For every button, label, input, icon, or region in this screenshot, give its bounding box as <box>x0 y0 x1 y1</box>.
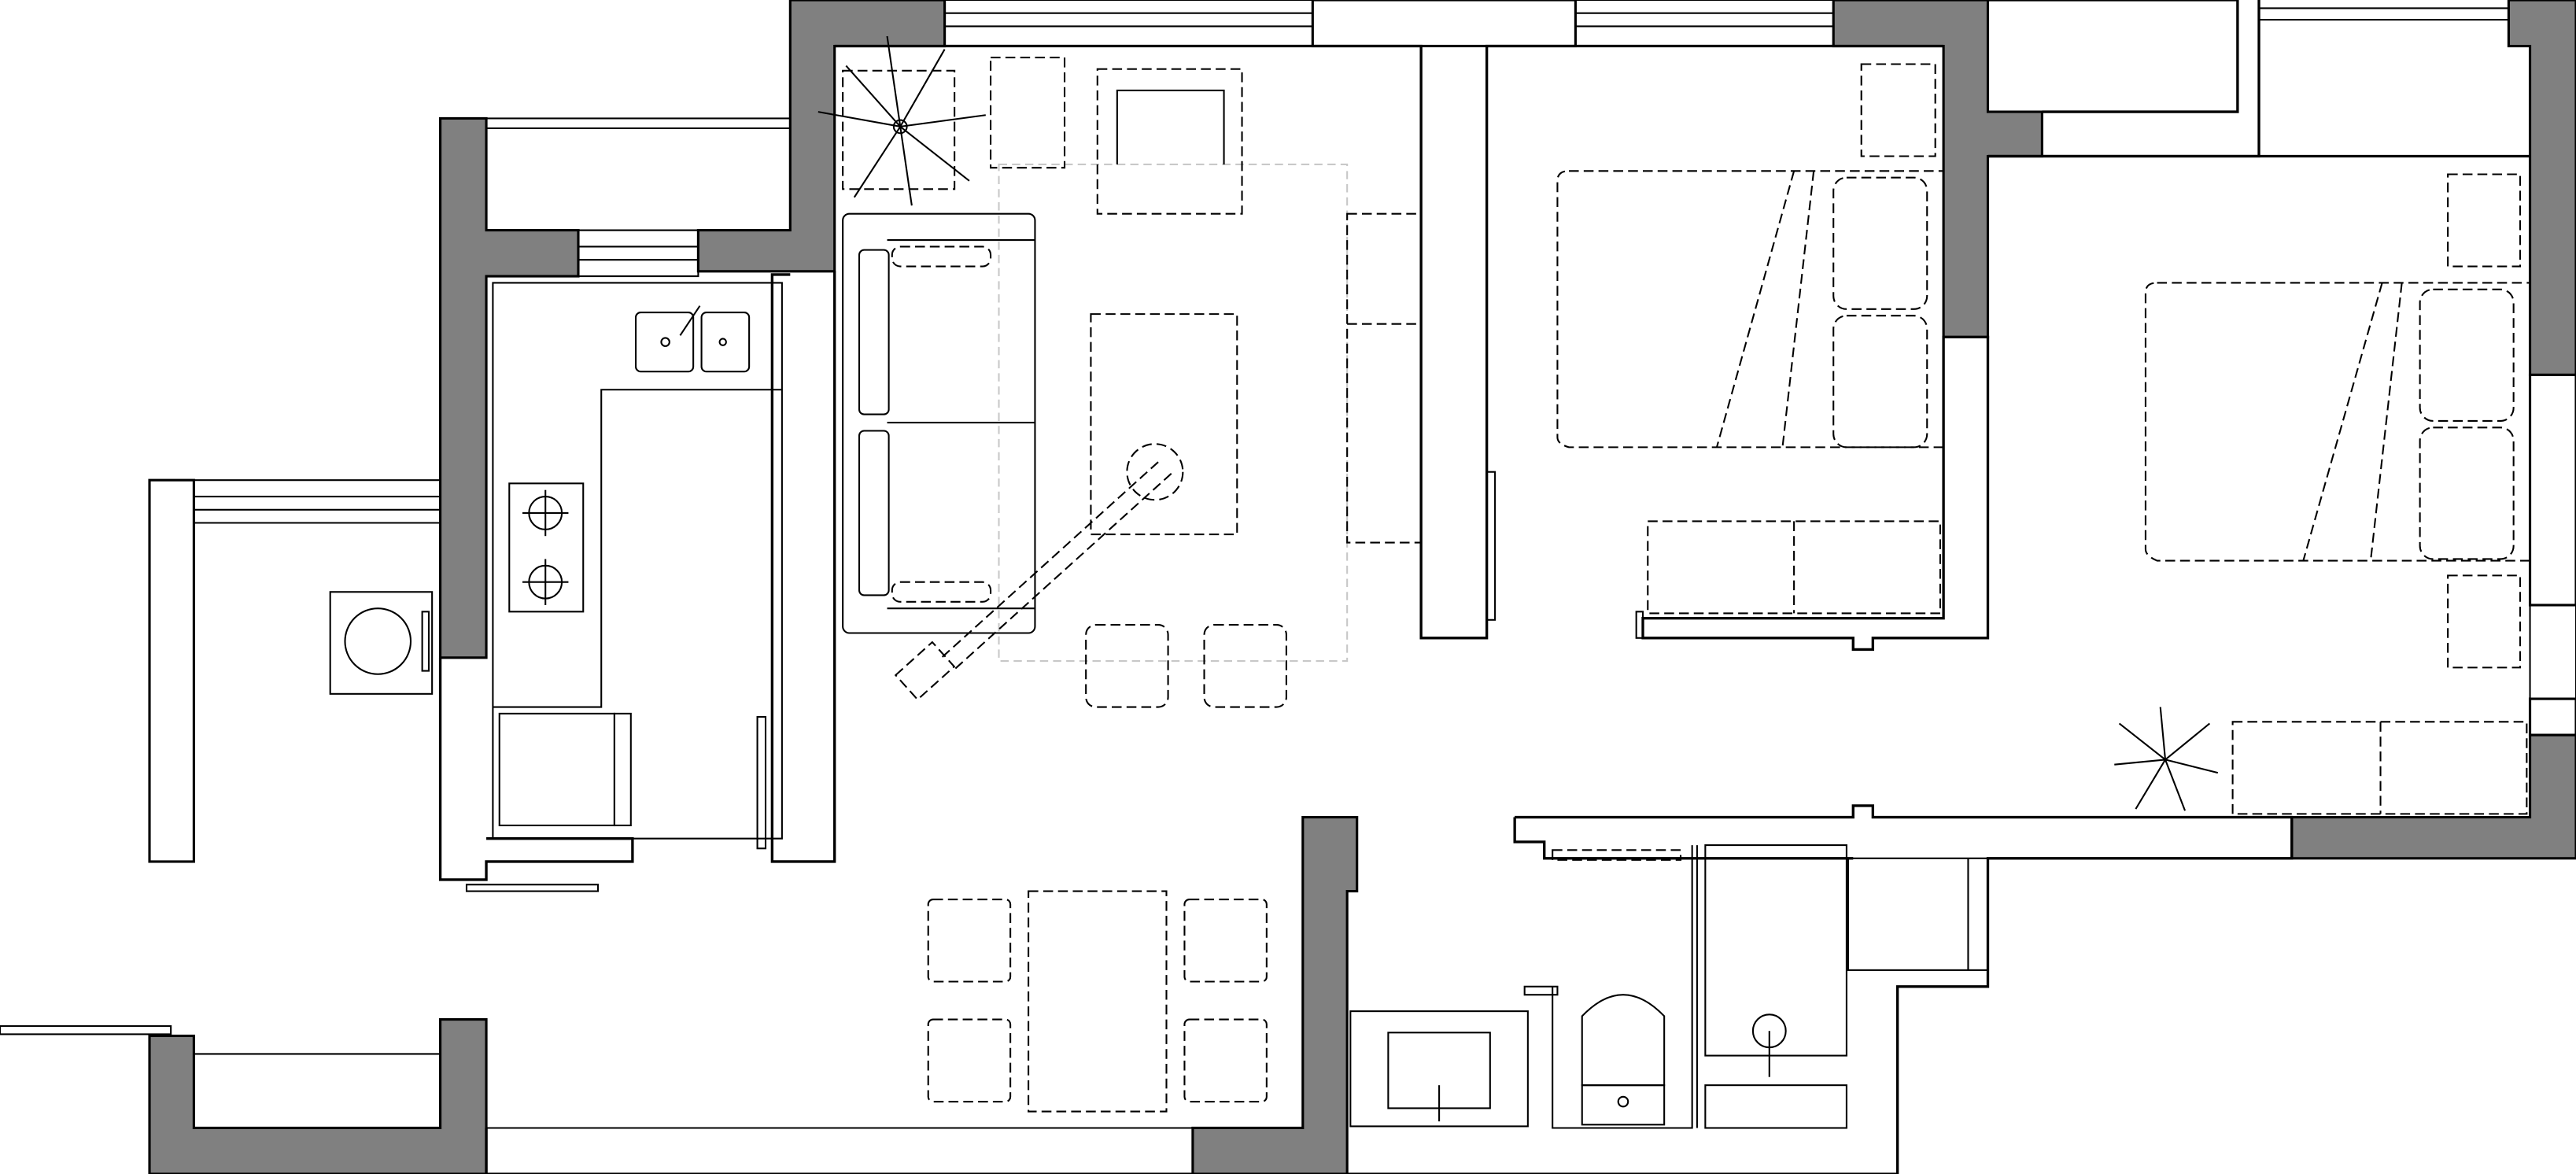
kitchen <box>329 282 783 850</box>
structural-walls <box>148 0 2576 1174</box>
lamp-icon <box>1126 443 1184 501</box>
stove-icon <box>508 482 585 613</box>
fridge-icon <box>498 712 615 827</box>
toilet-icon <box>1581 994 1666 1087</box>
dining-table <box>1028 890 1168 1113</box>
bathroom <box>1349 844 1847 1129</box>
living-room <box>817 35 1423 708</box>
plant-icon <box>2114 707 2219 811</box>
washing-machine-icon <box>329 591 434 695</box>
coffee-table <box>1090 313 1238 536</box>
plant-icon <box>817 35 986 206</box>
dining-area <box>927 890 1268 1113</box>
bed-icon <box>1556 170 1945 449</box>
sink-icon <box>635 311 695 373</box>
bedroom-2 <box>2114 173 2531 815</box>
bed-icon <box>2144 282 2531 562</box>
bedroom-1 <box>1485 63 1945 639</box>
